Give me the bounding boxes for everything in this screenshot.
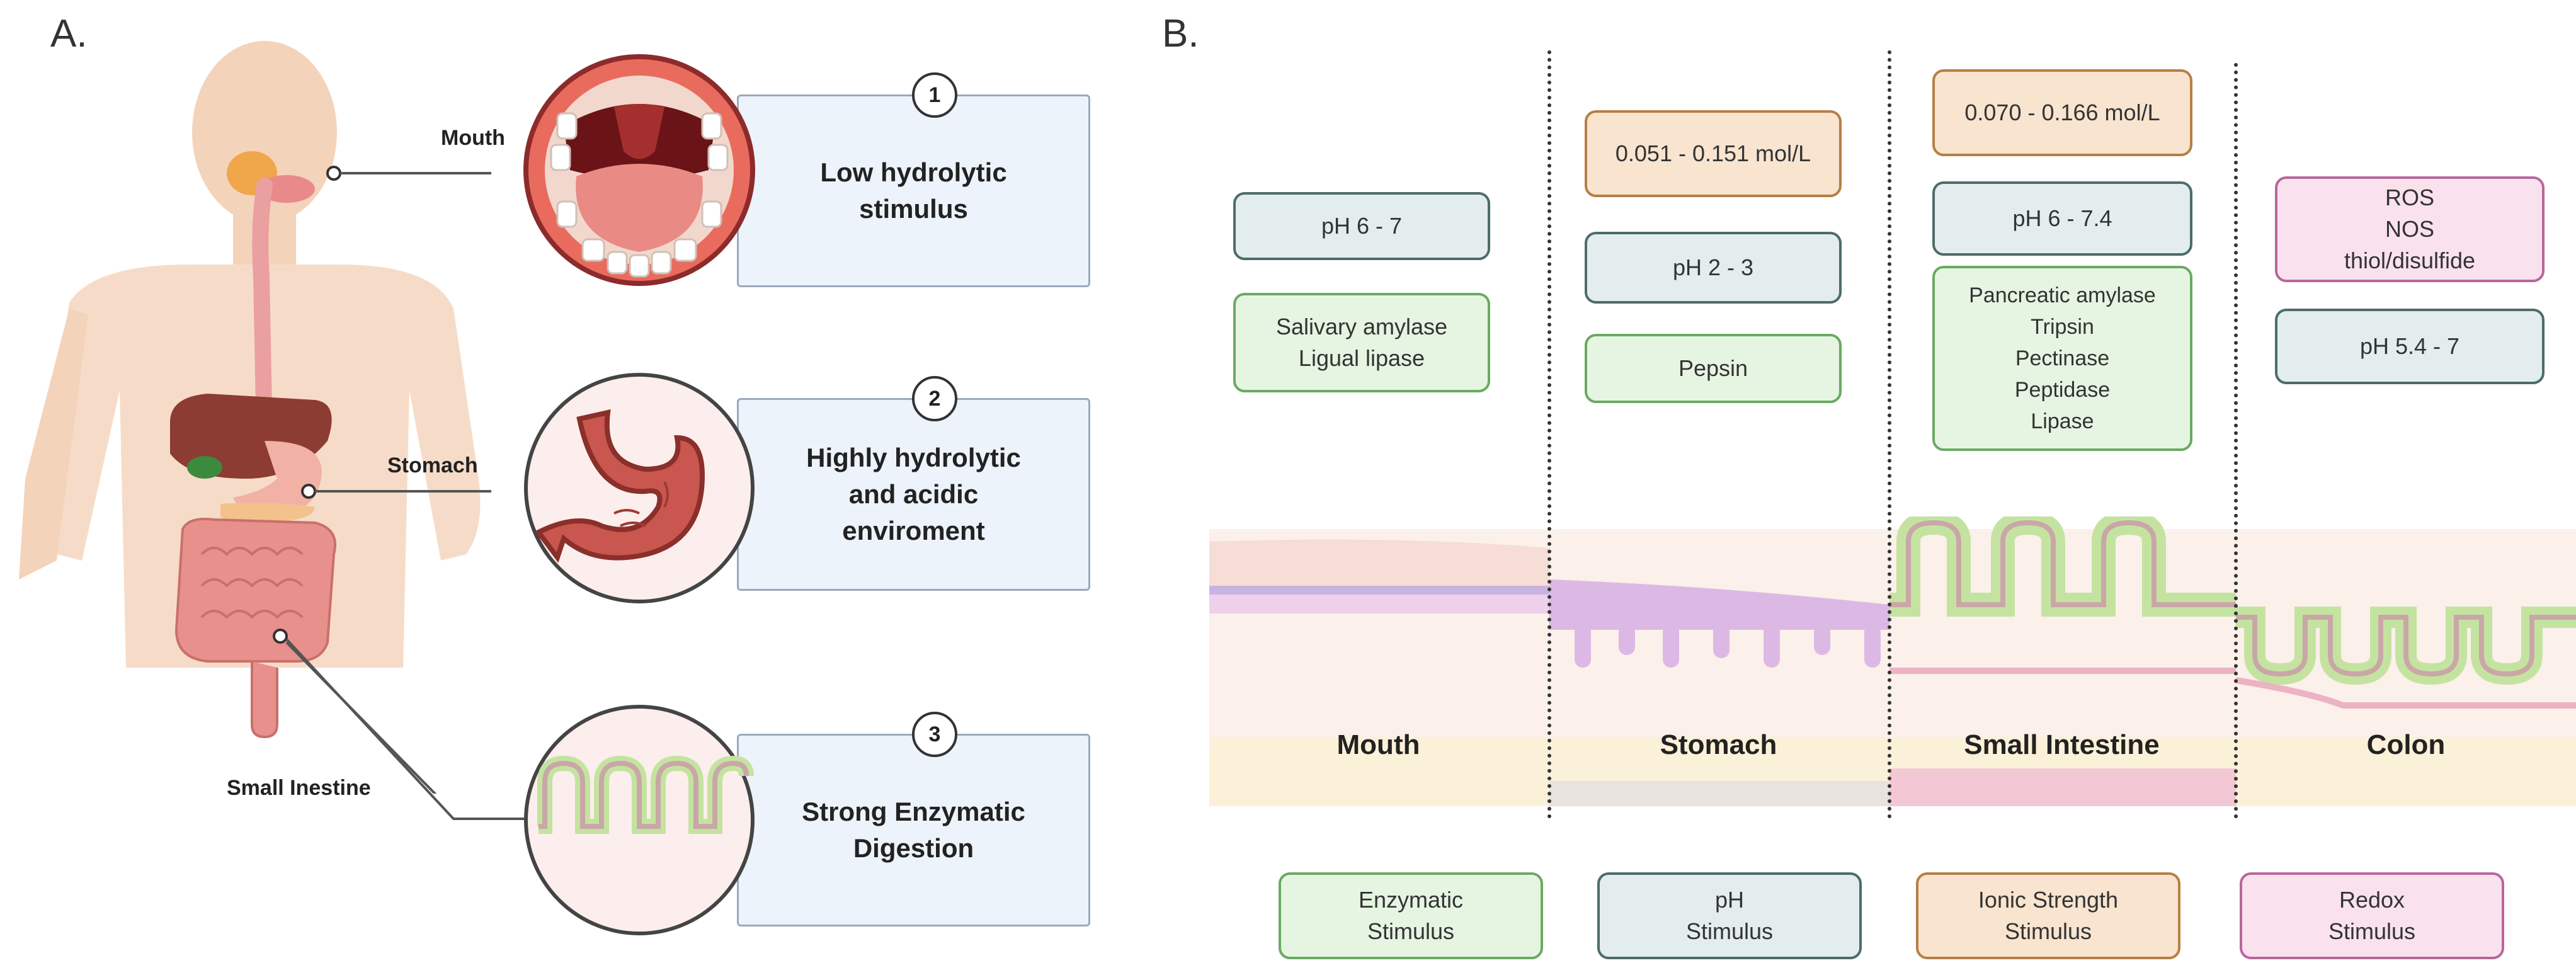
intestine-connector [285, 638, 529, 820]
step-1-number: 1 [912, 72, 957, 118]
intestine-ph-box: pH 6 - 7.4 [1932, 181, 2192, 256]
label-mouth: Mouth [441, 126, 505, 150]
legend-enzymatic-stimulus: Enzymatic Stimulus [1279, 872, 1543, 959]
mouth-enzymes-box: Salivary amylase Ligual lipase [1233, 293, 1490, 392]
intestine-circle-illustration [524, 705, 755, 935]
intestine-marker [273, 629, 288, 644]
intestines [174, 518, 336, 739]
divider-stomach-intestine [1888, 50, 1891, 819]
stomach-marker [301, 484, 316, 499]
step-3-number: 3 [912, 712, 957, 757]
step-3-box: Strong Enzymatic Digestion [737, 734, 1090, 927]
region-label-small-intestine: Small Intestine [1964, 729, 2160, 760]
step-2-box: Highly hydrolytic and acidic enviroment [737, 398, 1090, 591]
divider-mouth-stomach [1547, 50, 1551, 819]
mouth-ph-box: pH 6 - 7 [1233, 192, 1490, 260]
stomach-organ [233, 441, 322, 516]
colon-ph-box: pH 5.4 - 7 [2275, 309, 2545, 384]
stomach-circle-illustration [524, 373, 755, 603]
region-label-stomach: Stomach [1660, 729, 1777, 760]
legend-ionic-strength-stimulus: Ionic Strength Stimulus [1916, 872, 2180, 959]
esophagus [252, 178, 273, 449]
panel-a-letter: A. [50, 12, 88, 55]
stomach-ionic-box: 0.051 - 0.151 mol/L [1585, 110, 1842, 197]
mouth-marker [326, 166, 341, 181]
stomach-enzymes-box: Pepsin [1585, 334, 1842, 403]
human-body-illustration [19, 41, 491, 794]
label-small-intestine: Small Inestine [227, 776, 371, 800]
stomach-ph-box: pH 2 - 3 [1585, 232, 1842, 304]
step-1-box: Low hydrolytic stimulus [737, 94, 1090, 287]
step-2-number: 2 [912, 376, 957, 421]
region-label-colon: Colon [2366, 729, 2446, 760]
mouth-circle-illustration [523, 54, 755, 286]
intestine-ionic-box: 0.070 - 0.166 mol/L [1932, 69, 2192, 156]
divider-intestine-colon [2234, 63, 2238, 819]
legend-ph-stimulus: pH Stimulus [1597, 872, 1862, 959]
panel-b-letter: B. [1162, 12, 1199, 55]
region-label-mouth: Mouth [1336, 729, 1420, 760]
label-stomach: Stomach [387, 453, 478, 477]
colon-redox-box: ROS NOS thiol/disulfide [2275, 176, 2545, 282]
gi-tissue-strip [1209, 516, 2576, 806]
intestine-enzymes-box: Pancreatic amylase Tripsin Pectinase Pep… [1932, 266, 2192, 451]
legend-redox-stimulus: Redox Stimulus [2240, 872, 2504, 959]
